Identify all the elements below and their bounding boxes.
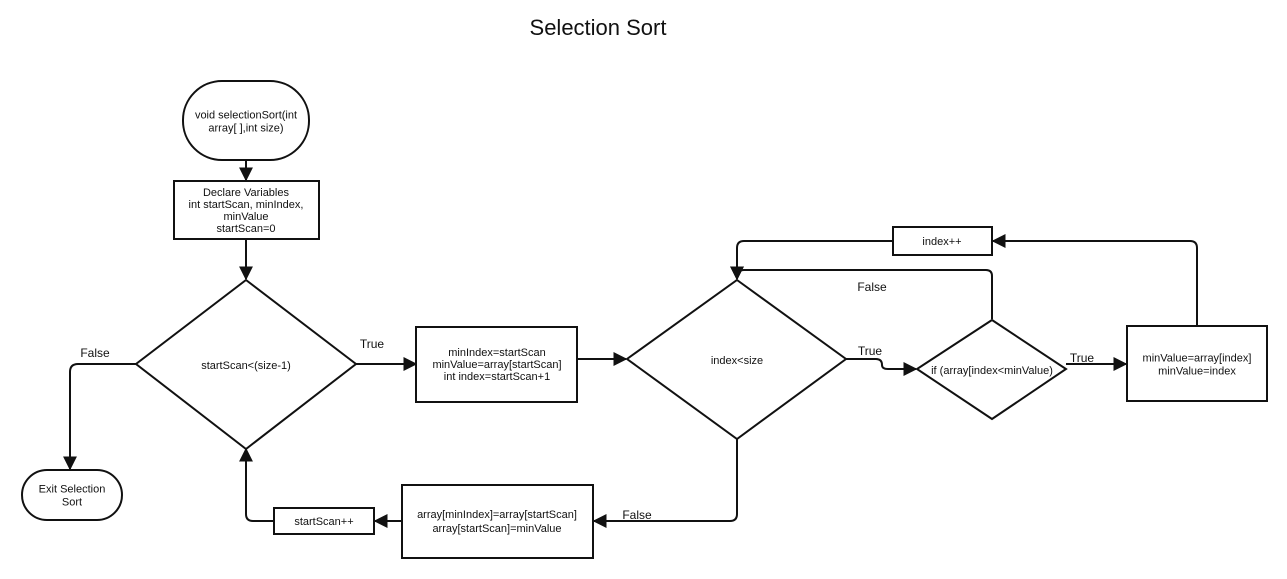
node-text-line: if (array[index<minValue) — [931, 365, 1053, 377]
edge-update-to-index-inc — [991, 234, 1198, 326]
node-text-line: startScan=0 — [216, 223, 275, 235]
node-outer-condition: startScan<(size-1) — [134, 278, 358, 451]
node-text-line: array[ ],int size) — [208, 123, 283, 135]
node-update-min-text: minValue=array[index]minValue=index — [1143, 353, 1252, 378]
node-text-line: Sort — [62, 497, 82, 509]
node-text-line: array[minIndex]=array[startScan] — [417, 509, 577, 521]
node-outer-condition-text: startScan<(size-1) — [201, 360, 291, 372]
node-swap: array[minIndex]=array[startScan] array[st… — [401, 484, 594, 559]
node-index-increment: index++ — [892, 226, 993, 256]
node-swap-text: array[minIndex]=array[startScan] array[st… — [417, 509, 577, 535]
label-if-false: False — [857, 280, 887, 294]
edge-inner-true — [846, 358, 918, 376]
label-inner-true: True — [858, 344, 883, 358]
node-scan-increment-text: startScan++ — [294, 516, 353, 528]
node-text-line: array[startScan]=minValue — [432, 523, 561, 535]
label-outer-false: False — [80, 346, 110, 360]
node-inner-condition: index<size — [625, 278, 848, 441]
node-inner-condition-text: index<size — [711, 355, 763, 367]
node-update-min: minValue=array[index]minValue=index — [1126, 325, 1268, 402]
edge-inner-false — [592, 439, 738, 528]
node-text-line: startScan<(size-1) — [201, 360, 291, 372]
node-scan-increment: startScan++ — [273, 507, 375, 535]
node-text-line: int index=startScan+1 — [444, 371, 550, 383]
node-text-line: index<size — [711, 355, 763, 367]
edges — [63, 160, 1198, 528]
node-text-line: Declare Variables — [203, 187, 290, 199]
label-outer-true: True — [360, 337, 385, 351]
node-text-line: startScan++ — [294, 516, 353, 528]
node-if-condition: if (array[index<minValue) — [915, 318, 1068, 421]
node-text-line: minValue — [223, 211, 268, 223]
node-index-increment-text: index++ — [922, 236, 961, 248]
edge-labels: False True True True False False — [80, 280, 1094, 522]
edge-outer-false — [63, 363, 136, 471]
node-text-line: minValue=array[index] — [1143, 353, 1252, 365]
label-if-true: True — [1070, 351, 1095, 365]
node-text-line: minValue=array[startScan] — [432, 359, 561, 371]
node-text-line: minIndex=startScan — [448, 347, 546, 359]
diagram-title: Selection Sort — [530, 15, 667, 40]
node-if-condition-text: if (array[index<minValue) — [931, 365, 1053, 377]
node-text-line: minValue=index — [1158, 366, 1236, 378]
node-text-line: void selectionSort(int — [195, 110, 297, 122]
node-text-line: index++ — [922, 236, 961, 248]
label-inner-false: False — [622, 508, 652, 522]
node-text-line: Exit Selection — [39, 484, 106, 496]
node-text-line: int startScan, minIndex, — [189, 199, 304, 211]
edge-index-inc-to-inner-cond — [730, 240, 893, 281]
edge-scan-inc-to-outer-cond — [239, 447, 274, 522]
